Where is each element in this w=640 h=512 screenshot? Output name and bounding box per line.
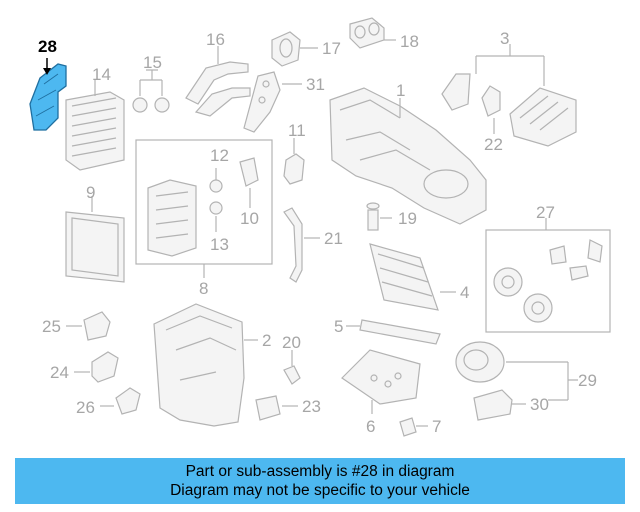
label-9: 9 [86, 183, 95, 202]
part-18: 18 [349, 17, 419, 51]
label-3: 3 [500, 29, 509, 48]
part-31: 31 [243, 71, 325, 133]
label-2: 2 [262, 331, 271, 350]
label-7: 7 [432, 417, 441, 436]
label-8: 8 [199, 279, 208, 298]
part-27: 27 [485, 203, 611, 333]
part-19: 19 [366, 202, 417, 231]
parts-diagram: 28 14 9 15 16 17 18 [29, 17, 611, 437]
label-19: 19 [398, 209, 417, 228]
label-20: 20 [282, 333, 301, 352]
label-13: 13 [210, 235, 229, 254]
label-18: 18 [400, 32, 419, 51]
part-4: 4 [369, 243, 469, 311]
part-21: 21 [283, 207, 343, 283]
part-8: 12 13 10 8 [135, 139, 273, 298]
label-14: 14 [92, 65, 111, 84]
part-17: 17 [271, 31, 341, 67]
part-9: 9 [65, 183, 125, 283]
part-16: 16 [185, 30, 251, 117]
label-28: 28 [38, 37, 57, 56]
label-11: 11 [288, 121, 306, 140]
part-23: 23 [255, 395, 321, 421]
banner-line-2: Diagram may not be specific to your vehi… [170, 482, 470, 499]
label-16: 16 [206, 30, 225, 49]
label-15: 15 [143, 53, 162, 72]
part-26: 26 [76, 387, 141, 417]
part-22: 22 [484, 118, 503, 154]
label-12: 12 [210, 146, 229, 165]
label-26: 26 [76, 398, 95, 417]
part-11: 11 [283, 121, 306, 185]
part-20: 20 [282, 333, 301, 385]
info-banner: Part or sub-assembly is #28 in diagram D… [15, 458, 625, 504]
part-30: 30 [473, 389, 549, 421]
part-1: 1 [329, 81, 487, 225]
label-30: 30 [530, 395, 549, 414]
part-15: 15 [132, 53, 170, 113]
label-31: 31 [306, 75, 325, 94]
label-5: 5 [334, 317, 343, 336]
label-21: 21 [324, 229, 343, 248]
label-29: 29 [578, 371, 597, 390]
label-6: 6 [366, 417, 375, 436]
part-25: 25 [42, 311, 111, 341]
part-24: 24 [50, 351, 119, 383]
part-3: 3 [441, 29, 577, 147]
label-23: 23 [302, 397, 321, 416]
part-2: 2 [153, 303, 271, 427]
label-10: 10 [240, 209, 259, 228]
part-5: 5 [334, 317, 441, 345]
part-7: 7 [399, 417, 441, 437]
part-28-highlighted[interactable]: 28 [29, 37, 67, 131]
part-14: 14 [65, 65, 125, 171]
label-27: 27 [536, 203, 555, 222]
label-22: 22 [484, 135, 503, 154]
label-4: 4 [460, 283, 469, 302]
label-1: 1 [396, 81, 405, 100]
label-24: 24 [50, 363, 69, 382]
part-29: 29 [455, 341, 597, 401]
label-25: 25 [42, 317, 61, 336]
part-6: 6 [341, 349, 421, 436]
banner-line-1: Part or sub-assembly is #28 in diagram [185, 463, 455, 480]
label-17: 17 [322, 39, 341, 58]
